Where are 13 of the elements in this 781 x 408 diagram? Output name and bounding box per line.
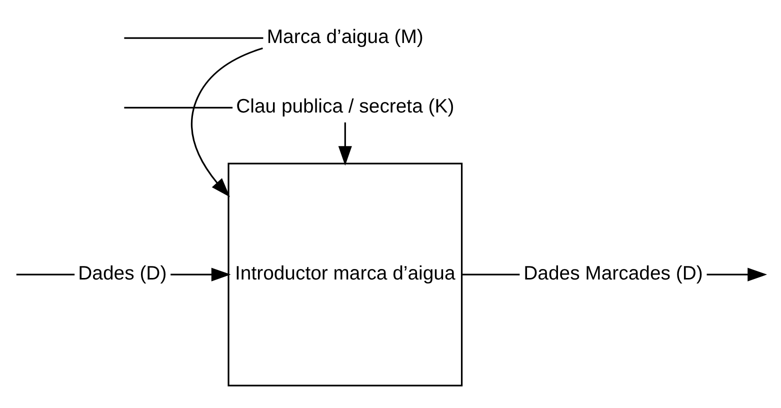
arrow	[190, 47, 263, 197]
arrow	[170, 267, 231, 281]
node-text: Dades Marcades (D)	[524, 262, 703, 284]
connector	[124, 36, 264, 38]
connector	[462, 273, 520, 275]
node-text: Dades (D)	[78, 262, 167, 284]
node-text: Clau publica / secreta (K)	[236, 95, 454, 118]
arrow	[706, 267, 768, 281]
node-text: Marca d’aigua (M)	[266, 26, 424, 48]
connector	[16, 273, 75, 275]
arrow	[338, 122, 352, 166]
node-box: Introductor marca d’aigua	[228, 162, 463, 386]
connector	[124, 106, 233, 108]
